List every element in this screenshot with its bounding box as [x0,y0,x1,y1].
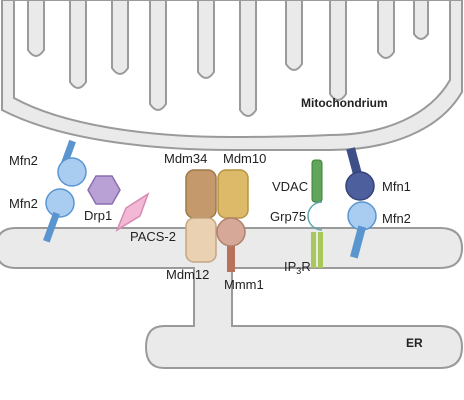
mitochondrion [0,0,463,152]
ip3r-label: IP3R [284,259,311,276]
mfn2-right-label: Mfn2 [382,211,411,226]
mfn2-upper-label: Mfn2 [9,153,38,168]
mitochondrium-label: Mitochondrium [301,96,388,110]
mdm12-protein [185,217,217,263]
mfn2-tether-left [43,139,87,243]
drp1-protein [87,175,121,205]
mfn1-protein [345,171,375,201]
mmm1-label: Mmm1 [224,277,264,292]
mdm34-label: Mdm34 [164,151,208,166]
pacs2-label: PACS-2 [130,229,176,244]
drp1-label: Drp1 [84,208,113,223]
pacs2-protein [115,192,150,232]
mdm12-label: Mdm12 [166,267,210,282]
endoplasmic-reticulum [0,227,464,369]
mfn1-right-label: Mfn1 [382,179,411,194]
mfn1-mfn2-tether-right [345,147,377,259]
mdm10-label: Mdm10 [223,151,267,166]
cristae [27,0,429,117]
mdm34-protein [185,169,217,219]
mdm10-protein [217,169,249,219]
grp75-protein [307,201,323,231]
mfn2-lower-label: Mfn2 [9,196,38,211]
vdac-label: VDAC [272,179,309,194]
grp75-label: Grp75 [270,209,307,224]
mmm1-protein [216,217,246,247]
mfn2-protein-right [347,201,377,231]
er-label: ER [406,336,423,350]
er-membrane [0,227,464,369]
vdac-grp75-ip3r-complex [307,159,323,268]
ermes-complex [185,169,249,272]
ip3r-protein [311,232,316,268]
vdac-protein [311,159,323,203]
